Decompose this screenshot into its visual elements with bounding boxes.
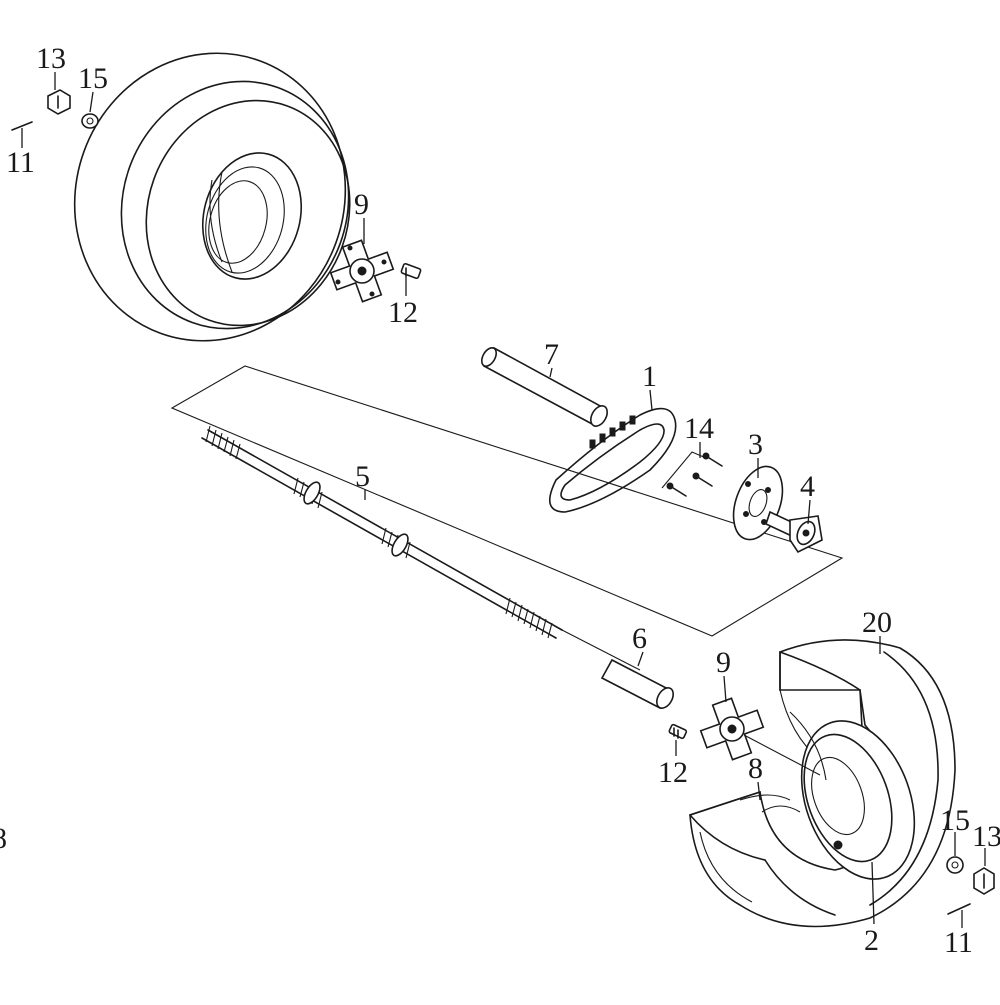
callout-11-top-left: 11 — [6, 146, 35, 179]
sleeve — [600, 658, 674, 710]
bolt-12-top — [400, 262, 422, 280]
cotter-pin-11-bottom-right — [947, 903, 971, 915]
nut-13-top-left — [47, 89, 71, 115]
callout-6: 6 — [632, 622, 647, 655]
callout-4: 4 — [800, 470, 815, 503]
callout-15-bottom-right: 15 — [940, 804, 970, 837]
callout-2: 2 — [864, 924, 879, 957]
callout-12-top: 12 — [388, 296, 418, 329]
callout-11-bottom-right: 11 — [944, 926, 973, 959]
wheel-hub-bottom — [699, 697, 821, 776]
cotter-pin-11-top-left — [11, 121, 33, 131]
tire-bottom-right — [689, 639, 956, 928]
tire-top-left — [73, 52, 351, 342]
callout-8: 8 — [748, 752, 763, 785]
bearing-holder — [765, 510, 823, 554]
callout-14: 14 — [684, 412, 714, 445]
callout-13-bottom-right: 13 — [972, 820, 1000, 853]
drive-chain — [548, 407, 677, 513]
bolt-12-bottom — [668, 723, 688, 740]
callout-9-top: 9 — [354, 188, 369, 221]
callout-12-bottom: 12 — [658, 756, 688, 789]
callout-3: 3 — [748, 428, 763, 461]
callout-7: 7 — [544, 338, 559, 371]
washer-15-top-left — [81, 113, 99, 129]
callout-20: 20 — [862, 606, 892, 639]
leader-lines — [21, 72, 986, 928]
pipe — [480, 346, 608, 427]
sprocket-bolts — [661, 451, 723, 497]
callout-1: 1 — [642, 360, 657, 393]
nut-13-bottom-right — [973, 867, 995, 895]
washer-15-bottom-right — [946, 856, 964, 874]
axle-shaft — [201, 425, 641, 671]
callout-8-partial: 8 — [0, 822, 7, 855]
callout-15-top-left: 15 — [78, 62, 108, 95]
wheel-hub-top — [329, 239, 395, 303]
callout-5: 5 — [355, 460, 370, 493]
callout-13-top-left: 13 — [36, 42, 66, 75]
callout-9-bottom: 9 — [716, 646, 731, 679]
assembly-outline — [170, 365, 844, 637]
